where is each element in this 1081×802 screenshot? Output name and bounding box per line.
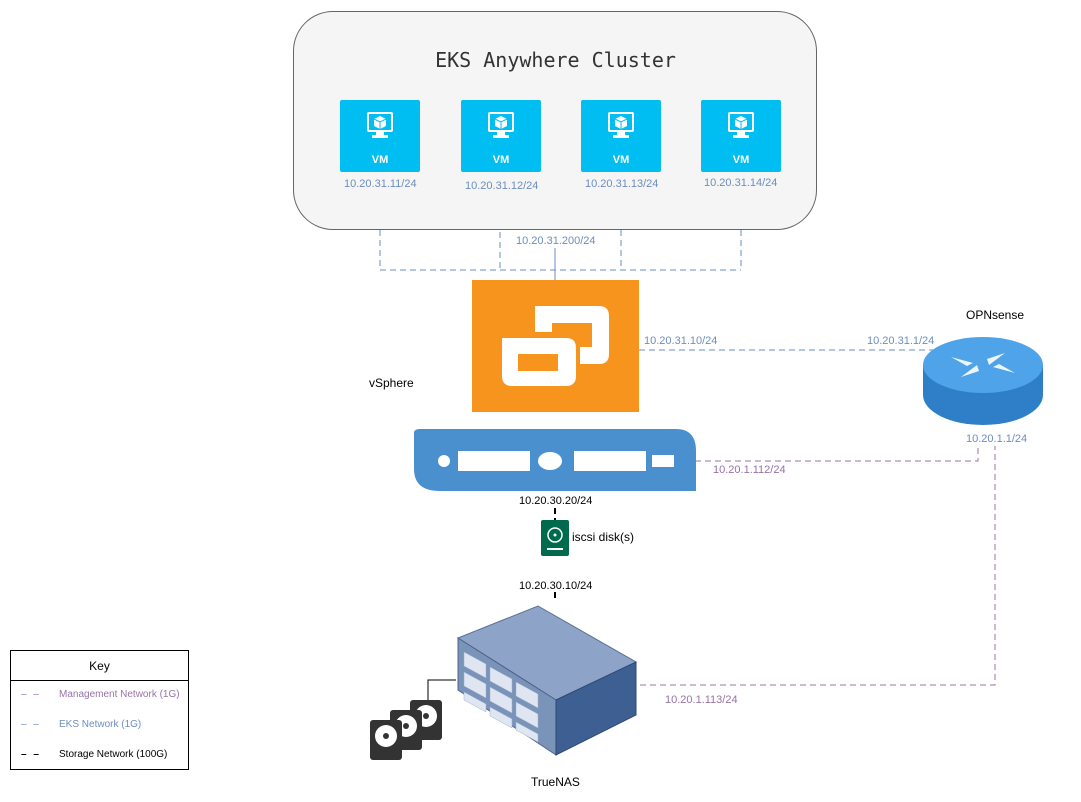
vm3-ip-label: 10.20.31.13/24: [585, 178, 659, 191]
vm-node-3[interactable]: VM: [581, 100, 661, 172]
vm-monitor-icon: [608, 112, 634, 138]
vm2-ip-label: 10.20.31.12/24: [465, 180, 539, 193]
legend-divider: [11, 680, 188, 681]
vsphere-eks-ip-label: 10.20.31.10/24: [644, 335, 718, 347]
vm-node-2[interactable]: VM: [461, 100, 541, 172]
vm-label: VM: [612, 154, 630, 166]
truenas-storage-ip-label: 10.20.30.10/24: [519, 580, 593, 592]
vm-monitor-icon: [488, 112, 514, 138]
server-icon[interactable]: [414, 429, 696, 491]
mgmt-line-vsphere: [695, 446, 979, 462]
legend-label: Management Network (1G): [59, 689, 180, 700]
legend-dash: – –: [21, 689, 41, 700]
legend-item-management: – – Management Network (1G): [21, 689, 180, 700]
vsphere-storage-ip-label: 10.20.30.20/24: [519, 495, 593, 507]
iscsi-disk-icon[interactable]: [541, 520, 569, 556]
legend-dash: – –: [21, 749, 41, 760]
vm-label: VM: [732, 154, 750, 166]
legend-label: EKS Network (1G): [59, 719, 142, 730]
legend-label: Storage Network (100G): [59, 749, 168, 760]
mgmt-line-truenas: [640, 446, 996, 686]
vsphere-mgmt-ip-label: 10.20.1.112/24: [713, 464, 786, 476]
vm-monitor-icon: [728, 112, 754, 138]
vm-monitor-icon: [367, 112, 393, 138]
vsphere-logo-icon[interactable]: [472, 280, 639, 412]
cluster-vip-label: 10.20.31.200/24: [516, 235, 596, 248]
vm-node-4[interactable]: VM: [701, 100, 781, 172]
legend-key: Key – – Management Network (1G) – – EKS Ne…: [10, 650, 189, 770]
cluster-title: EKS Anywhere Cluster: [435, 48, 676, 72]
legend-item-storage: – – Storage Network (100G): [21, 749, 167, 760]
iscsi-label: iscsi disk(s): [572, 530, 634, 544]
truenas-label: TrueNAS: [531, 775, 580, 789]
truenas-mgmt-ip-label: 10.20.1.113/24: [665, 694, 738, 706]
vm-node-1[interactable]: VM: [340, 100, 420, 172]
legend-dash: – –: [21, 719, 41, 730]
truenas-server-icon[interactable]: [452, 600, 642, 760]
vsphere-label: vSphere: [369, 376, 414, 390]
vm-label: VM: [492, 154, 510, 166]
opnsense-eks-ip-label: 10.20.31.1/24: [867, 335, 935, 347]
legend-title: Key: [89, 659, 110, 673]
mgmt-network-lines: [640, 446, 996, 686]
vm-label: VM: [371, 154, 389, 166]
vm4-ip-label: 10.20.31.14/24: [704, 177, 778, 190]
hard-disks-icon: [370, 679, 456, 760]
router-icon[interactable]: [921, 335, 1045, 429]
hard-disk-icon: [370, 720, 402, 760]
vm1-ip-label: 10.20.31.11/24: [344, 178, 417, 191]
opnsense-mgmt-ip-label: 10.20.1.1/24: [966, 433, 1028, 445]
legend-item-eks: – – EKS Network (1G): [21, 719, 141, 730]
opnsense-label: OPNsense: [966, 308, 1025, 322]
